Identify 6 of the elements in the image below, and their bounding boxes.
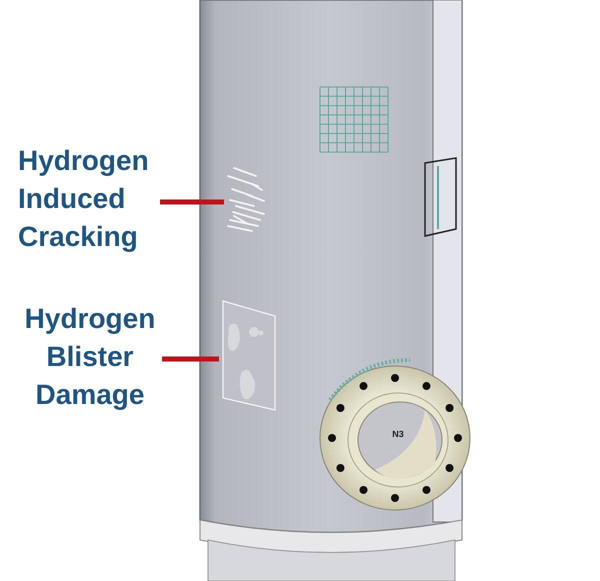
damage-caption: Hydrogen Induced Cracking: [18, 142, 158, 256]
crack-marks-drawing: [227, 167, 265, 232]
leader-line: [160, 200, 224, 204]
leader-line: [162, 356, 219, 362]
damage-caption: Hydrogen Blister Damage: [20, 300, 160, 414]
nozzle-tag: N3: [392, 429, 404, 439]
